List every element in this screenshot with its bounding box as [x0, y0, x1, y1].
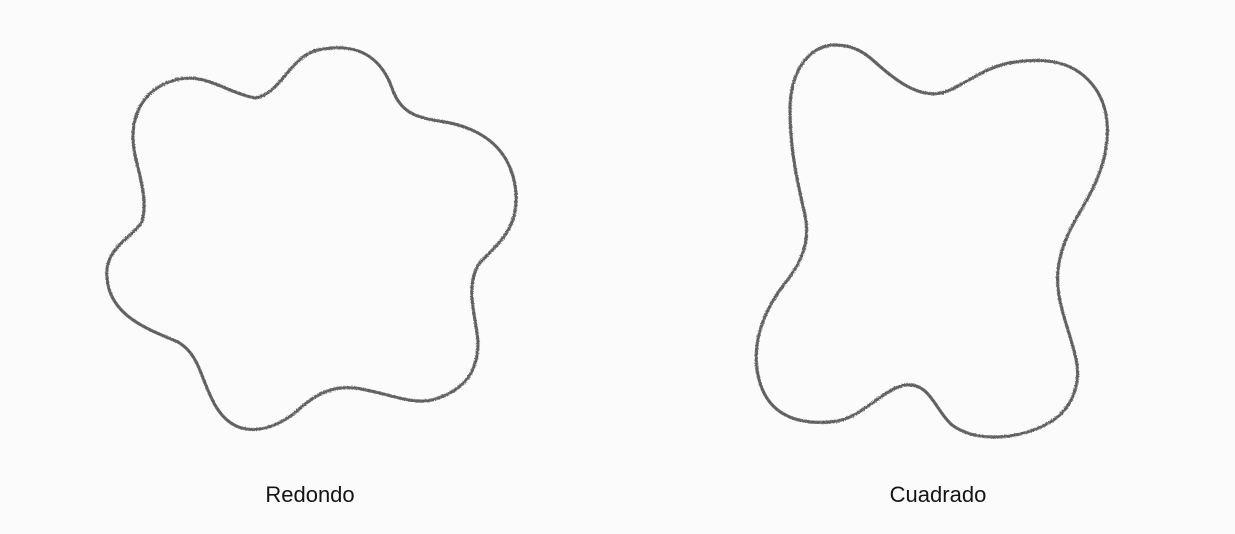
round-shape-caption: Redondo: [190, 478, 430, 512]
square-shape-outline-texture: [756, 45, 1107, 437]
square-shape-outline: [756, 45, 1107, 437]
round-shape-outline-texture: [107, 48, 516, 430]
square-shape-caption: Cuadrado: [818, 478, 1058, 512]
round-shape-outline: [107, 48, 516, 430]
round-wavy-shape: [107, 48, 516, 430]
square-wavy-shape: [756, 45, 1107, 437]
